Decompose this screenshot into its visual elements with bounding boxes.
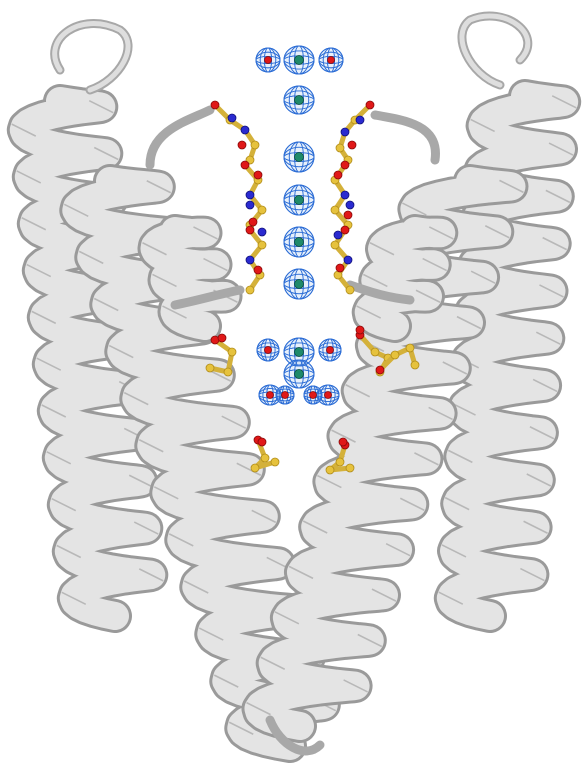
filter-residue-left-1 bbox=[211, 101, 259, 164]
water-density-cage bbox=[304, 386, 322, 404]
ion-density-cage bbox=[284, 269, 314, 299]
ion-density-cage bbox=[284, 86, 314, 114]
carbonyl-oxygen bbox=[238, 141, 246, 149]
carbonyl-oxygen bbox=[336, 264, 344, 272]
carbonyl-oxygen bbox=[218, 334, 226, 342]
carbonyl-oxygen bbox=[344, 211, 352, 219]
left-filter-loop bbox=[150, 110, 210, 165]
water-density-cage bbox=[319, 339, 341, 361]
right-filter-loop bbox=[375, 115, 435, 160]
top-right-loop-inner bbox=[462, 16, 528, 85]
water-density-cage bbox=[257, 339, 279, 361]
water-density-cage bbox=[276, 386, 294, 404]
ion-density-cage bbox=[284, 142, 314, 172]
amide-nitrogen bbox=[258, 228, 266, 236]
carbonyl-oxygen bbox=[254, 171, 262, 179]
carbonyl-oxygen bbox=[334, 171, 342, 179]
carbonyl-oxygen bbox=[339, 438, 347, 446]
ion-density-cage bbox=[284, 227, 314, 257]
amide-nitrogen bbox=[228, 114, 236, 122]
water-density-cage bbox=[256, 48, 280, 72]
carbonyl-oxygen bbox=[348, 141, 356, 149]
electron-density-meshes bbox=[256, 46, 343, 405]
ion-density-cage bbox=[284, 360, 314, 388]
carbonyl-oxygen bbox=[254, 266, 262, 274]
carbonyl-oxygen bbox=[356, 326, 364, 334]
amide-nitrogen bbox=[334, 231, 342, 239]
amide-nitrogen bbox=[346, 201, 354, 209]
carbonyl-oxygen bbox=[258, 438, 266, 446]
amide-nitrogen bbox=[356, 116, 364, 124]
filter-residue-right-1 bbox=[336, 101, 374, 164]
carbonyl-oxygen bbox=[249, 218, 257, 226]
water-density-cage bbox=[319, 48, 343, 72]
amide-nitrogen bbox=[246, 201, 254, 209]
ion-density-cage bbox=[284, 46, 314, 74]
ion-density-cage bbox=[284, 185, 314, 215]
